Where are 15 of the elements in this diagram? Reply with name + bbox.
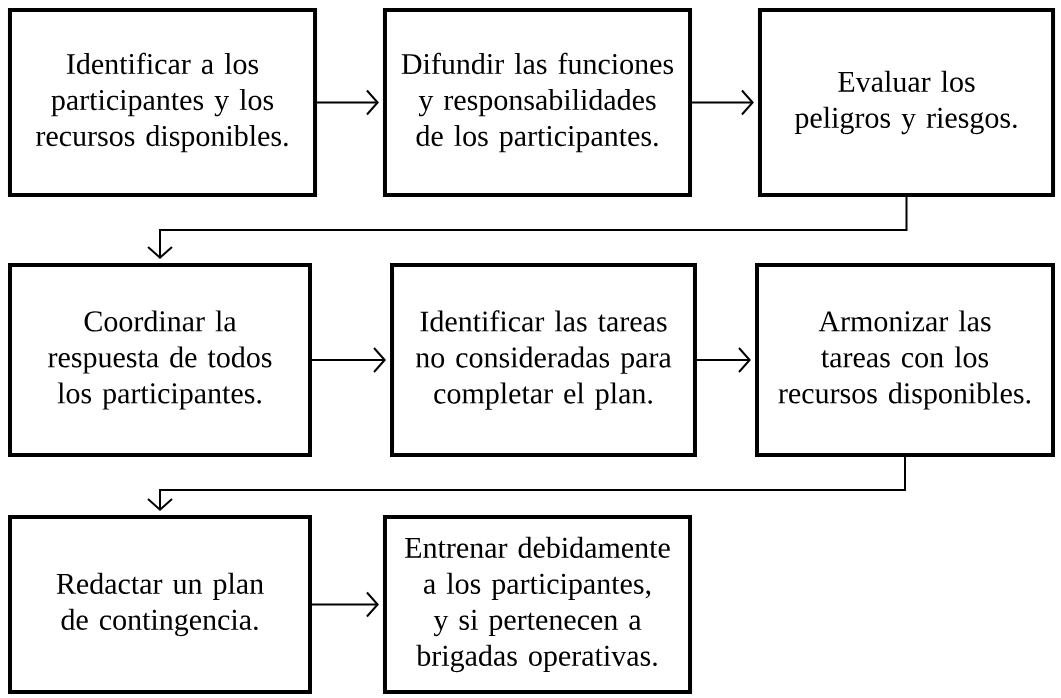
arrow bbox=[691, 89, 754, 116]
process-box: Armonizar las tareas con los recursos disponibles. bbox=[755, 263, 1055, 457]
arrow bbox=[311, 347, 387, 373]
process-box: Redactar un plan de contingencia. bbox=[8, 515, 312, 694]
process-box: Identificar a los participantes y los recursos disponibles. bbox=[7, 7, 318, 198]
arrow bbox=[316, 89, 379, 116]
arrow bbox=[147, 456, 906, 512]
process-box: Evaluar los peligros y riesgos. bbox=[757, 7, 1056, 198]
arrow bbox=[695, 347, 751, 373]
process-box: Entrenar debidamente a los participantes, y si pertenecen a brigadas operativas. bbox=[382, 515, 693, 694]
arrow bbox=[147, 196, 908, 259]
arrow bbox=[311, 591, 379, 618]
process-box: Identificar las tareas no consideradas para completar el plan. bbox=[390, 263, 697, 457]
process-box: Coordinar la respuesta de todos los participantes. bbox=[8, 263, 312, 457]
process-box: Difundir las funciones y responsabilidades de los participantes. bbox=[382, 7, 693, 198]
